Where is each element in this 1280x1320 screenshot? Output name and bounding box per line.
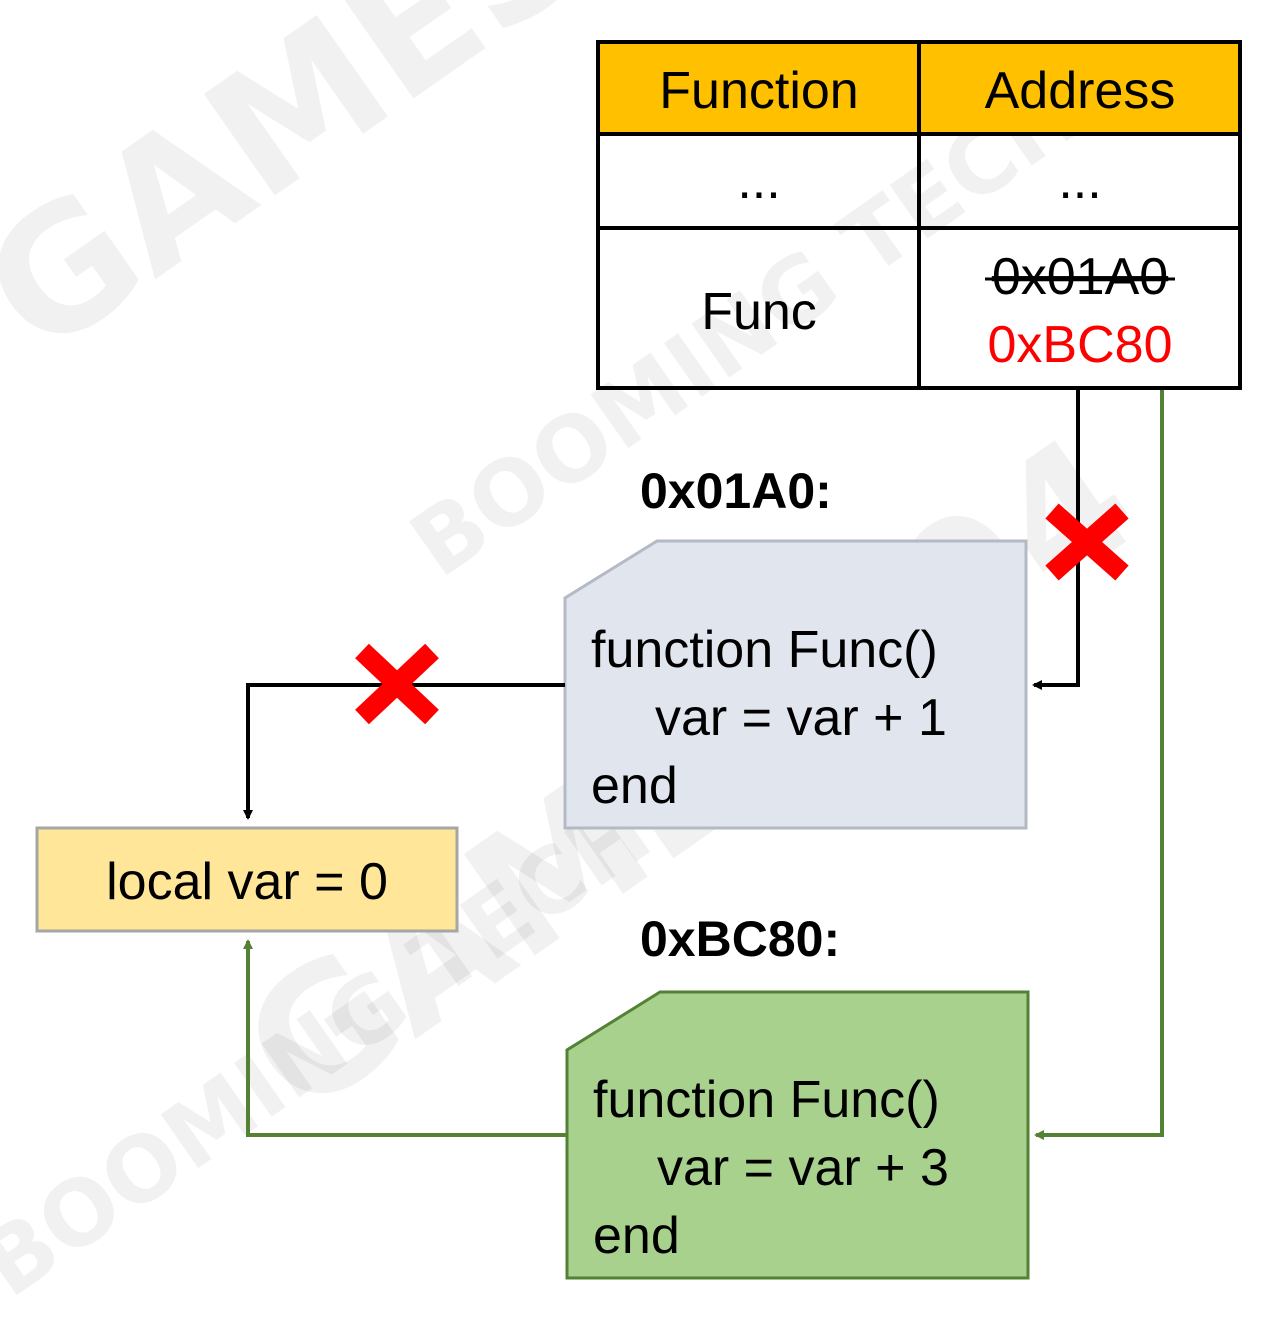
old-code-line3: end: [591, 757, 678, 815]
old-block-address-label: 0x01A0:: [640, 463, 832, 519]
arrow-new-block-to-local: [243, 939, 567, 1137]
old-function-block: [563, 539, 1028, 830]
cross-icon-table-link: [1045, 503, 1129, 581]
row1-address: ...: [1058, 152, 1101, 210]
new-code-line1: function Func(): [593, 1071, 940, 1129]
row2-address-old: 0x01A0: [992, 248, 1168, 306]
arrow-table-to-old-block: [1032, 390, 1080, 690]
row2-address-new: 0xBC80: [988, 316, 1173, 374]
old-code-line1: function Func(): [591, 621, 938, 679]
new-block-address-label: 0xBC80:: [640, 911, 840, 967]
local-var-box: [35, 826, 459, 933]
new-function-block: [565, 990, 1030, 1280]
header-function: Function: [659, 62, 858, 120]
new-code-line2: var = var + 3: [657, 1139, 949, 1197]
header-address: Address: [985, 62, 1176, 120]
cross-icon-local-link: [355, 643, 439, 725]
local-var-text: local var = 0: [106, 853, 388, 911]
old-code-line2: var = var + 1: [655, 689, 947, 747]
row1-function: ...: [737, 152, 780, 210]
function-address-table: Function Address ... ... Func 0x01A0 0xB…: [596, 40, 1242, 390]
arrow-table-to-new-block: [1034, 390, 1164, 1140]
new-code-line3: end: [593, 1207, 680, 1265]
row2-function: Func: [701, 283, 817, 341]
arrow-old-block-to-local: [243, 683, 565, 820]
